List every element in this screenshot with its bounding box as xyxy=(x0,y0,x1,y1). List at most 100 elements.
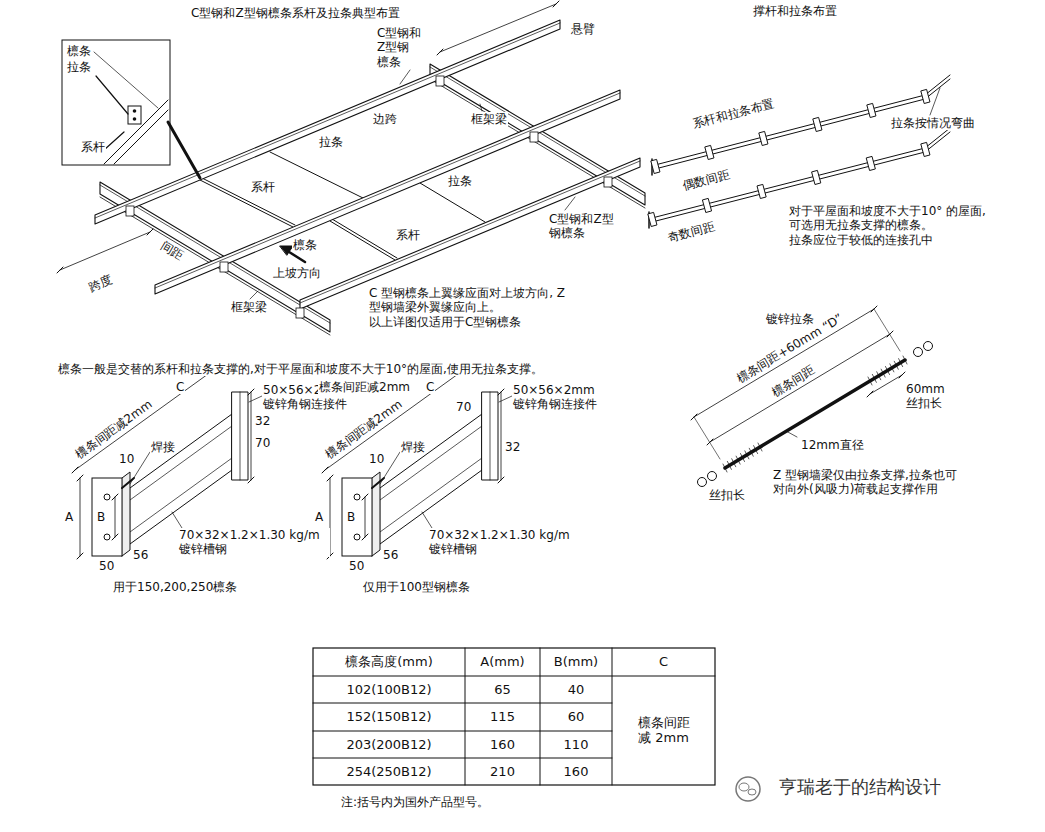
dimension: 间距 xyxy=(158,238,188,264)
thread-mark xyxy=(754,446,758,454)
table-cell: 檩条高度(mm) xyxy=(344,654,433,670)
table-cell: 65 xyxy=(493,682,512,698)
part-label: 70×32×1.2×1.30 kg/m 镀锌槽钢 xyxy=(178,528,330,557)
even-row-clip xyxy=(921,89,930,103)
dimension: 10 xyxy=(368,452,385,466)
odd-row-clip xyxy=(757,184,766,198)
table-cell: C xyxy=(658,654,669,670)
thread-mark xyxy=(745,451,749,459)
dimension: 70 xyxy=(254,436,271,450)
table-cell: 110 xyxy=(563,737,590,753)
cantilever-dimension-tick xyxy=(437,49,443,55)
part-label: C型钢和 Z型钢 檩条 xyxy=(376,26,428,69)
part-label: 拉条 xyxy=(447,174,473,188)
thread-dimension-line xyxy=(870,375,902,394)
tie-bar xyxy=(200,178,295,227)
thread-mark xyxy=(890,364,894,372)
thread-mark xyxy=(877,372,881,380)
dimension: 檩条间距减2mm xyxy=(318,380,411,394)
angle-dimension-line xyxy=(251,392,252,480)
table-cell: B(mm) xyxy=(553,654,599,670)
a-dimension xyxy=(77,475,83,559)
a-dimension-line xyxy=(80,478,81,556)
angle-dimension-tick xyxy=(498,477,504,483)
table-cell: 152(150B12) xyxy=(345,709,432,725)
washer xyxy=(924,342,933,351)
thread-mark xyxy=(903,356,907,364)
framing-view xyxy=(57,1,645,335)
odd-row-clip xyxy=(702,198,711,212)
dimension: 50 xyxy=(98,559,115,573)
cleat xyxy=(530,132,538,142)
cleat xyxy=(220,262,228,272)
channel-web xyxy=(380,414,482,544)
note: 注:括号内为国外产品型号。 xyxy=(340,795,490,809)
part-label: 50×56×2mm 镀锌角钢连接件 xyxy=(512,383,634,412)
table-rule xyxy=(313,676,715,677)
table-cell: 40 xyxy=(567,682,586,698)
leader-line xyxy=(930,88,940,115)
thread-mark xyxy=(899,359,903,367)
thread-mark xyxy=(868,377,872,385)
end-plate xyxy=(92,478,122,556)
part-label: 用于150,200,250檩条 xyxy=(112,580,238,594)
bolt-hole xyxy=(104,534,110,540)
washer xyxy=(914,348,923,357)
table-cell: 203(200B12) xyxy=(345,737,432,753)
part-label: 焊接 xyxy=(400,440,426,454)
cleat xyxy=(436,76,444,86)
thread-mark xyxy=(741,454,745,462)
inset-bracket xyxy=(128,106,141,124)
table-cell: 254(250B12) xyxy=(345,764,432,780)
table-cell: 60 xyxy=(567,709,586,725)
leader-line xyxy=(565,197,575,210)
cleat xyxy=(126,206,134,216)
table-cell: 102(100B12) xyxy=(345,682,432,698)
thread-dimension xyxy=(867,372,905,397)
thread-mark xyxy=(723,464,727,472)
inset-frame xyxy=(62,40,170,165)
panel-title: C型钢和Z型钢檩条系杆及拉条典型布置 xyxy=(190,6,401,20)
a-dimension-tick xyxy=(77,475,83,481)
thread-dimension-tick xyxy=(899,372,905,378)
sag-rod-line xyxy=(270,152,363,198)
part-label: 拉条 xyxy=(66,60,92,74)
span-dimension xyxy=(57,229,153,273)
leader-line xyxy=(250,291,258,299)
thread-mark xyxy=(736,456,740,464)
sag-rod-line xyxy=(420,183,485,222)
dimension-table xyxy=(313,648,715,785)
angle-dimension-line xyxy=(501,392,502,480)
inset-bolt xyxy=(133,109,137,113)
dimension: A xyxy=(64,510,74,524)
dimension: 60mm 丝扣长 xyxy=(905,382,955,411)
angle-dimension-tick xyxy=(498,389,504,395)
odd-row-clip xyxy=(866,156,875,170)
part-label: 偶数间距 xyxy=(680,167,732,194)
c-dimension-tick xyxy=(322,467,328,473)
purlin-flange xyxy=(155,93,620,288)
note: 檩条一般是交替的系杆和拉条支撑的,对于平屋面和坡度不大于10°的屋面,使用无拉条… xyxy=(57,362,544,376)
part-label: 框架梁 xyxy=(470,112,508,126)
b-dimension-tick xyxy=(362,534,368,540)
weld-mark xyxy=(122,478,134,488)
panel-title: 撑杆和拉条布置 xyxy=(752,4,838,18)
table-cell: A(mm) xyxy=(479,654,525,670)
table-rule xyxy=(313,731,612,732)
frame-beam-face xyxy=(430,64,645,205)
even-row-clip xyxy=(867,103,876,117)
channel-flange xyxy=(380,426,482,500)
dimension: 56 xyxy=(382,548,399,562)
channel-flange xyxy=(130,426,232,500)
inset-rod xyxy=(96,76,128,114)
table-frame xyxy=(313,648,715,785)
angle-connector xyxy=(232,392,248,480)
part-label: 拉条按情况弯曲 xyxy=(890,116,976,130)
bolt-hole xyxy=(104,494,110,500)
channel-web xyxy=(130,414,232,544)
b-dimension-tick xyxy=(362,494,368,500)
inset-tie xyxy=(104,132,124,150)
cleat xyxy=(604,177,612,187)
dimension: 50 xyxy=(348,559,365,573)
